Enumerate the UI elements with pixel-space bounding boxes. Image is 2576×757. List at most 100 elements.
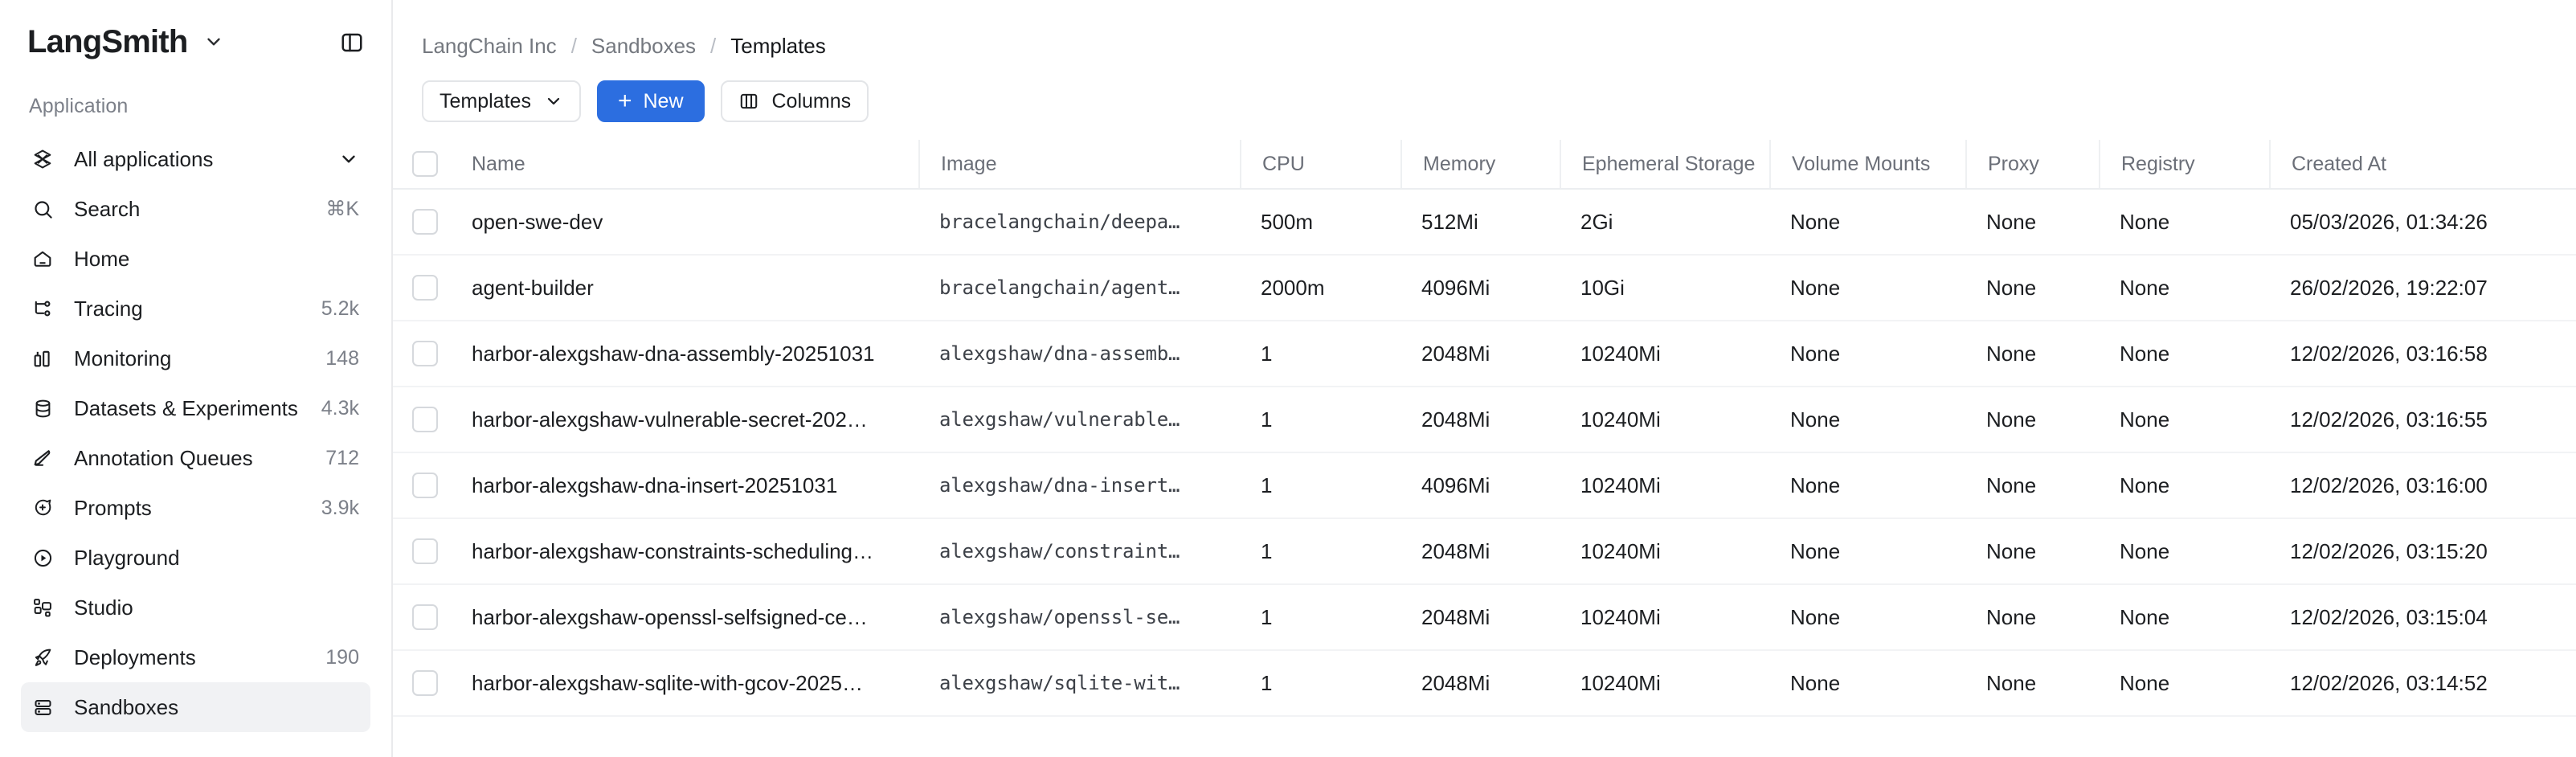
cell-text: 4096Mi [1421, 275, 1490, 300]
row-checkbox-cell [393, 519, 451, 583]
column-header-memory[interactable]: Memory [1400, 140, 1560, 188]
sidebar-item-deployments[interactable]: Deployments 190 [21, 632, 370, 682]
sidebar-item-datasets-experiments[interactable]: Datasets & Experiments 4.3k [21, 383, 370, 433]
cell-created: 12/02/2026, 03:14:52 [2269, 651, 2576, 715]
sidebar-item-count: 4.3k [321, 396, 359, 419]
select-all-checkbox[interactable] [412, 151, 438, 177]
sidebar-item-studio[interactable]: Studio [21, 583, 370, 632]
database-icon [29, 395, 56, 422]
cell-created: 05/03/2026, 01:34:26 [2269, 190, 2576, 254]
cube-icon [29, 145, 56, 173]
breadcrumb-item-templates: Templates [730, 33, 826, 58]
row-checkbox[interactable] [412, 209, 438, 235]
columns-button[interactable]: Columns [720, 80, 869, 122]
sidebar-item-tracing[interactable]: Tracing 5.2k [21, 284, 370, 333]
cell-volume: None [1769, 585, 1965, 649]
search-icon [29, 195, 56, 223]
table-row[interactable]: harbor-alexgshaw-dna-insert-20251031 alex… [393, 453, 2576, 519]
tracing-icon [29, 295, 56, 322]
cell-text: bracelangchain/deepa… [939, 211, 1180, 233]
brand-row[interactable]: LangSmith [21, 0, 370, 84]
chevron-down-icon [544, 92, 563, 111]
cell-text: alexgshaw/sqlite-wit… [939, 672, 1180, 694]
column-header-name[interactable]: Name [472, 152, 525, 175]
cell-text: 05/03/2026, 01:34:26 [2290, 209, 2488, 234]
sidebar-item-search[interactable]: Search ⌘K [21, 184, 370, 234]
table-row[interactable]: harbor-alexgshaw-openssl-selfsigned-ce… a… [393, 585, 2576, 651]
cell-text: None [1986, 275, 2037, 300]
cell-proxy: None [1965, 190, 2099, 254]
column-header-proxy[interactable]: Proxy [1965, 140, 2099, 188]
table-row[interactable]: harbor-alexgshaw-sqlite-with-gcov-2025…a… [393, 651, 2576, 717]
cell-text: None [1986, 670, 2037, 695]
cell-cpu: 1 [1240, 519, 1400, 583]
row-checkbox[interactable] [412, 407, 438, 432]
cell-text: None [1986, 604, 2037, 629]
table-row[interactable]: harbor-alexgshaw-constraints-scheduling…… [393, 519, 2576, 585]
column-header-cpu[interactable]: CPU [1240, 140, 1400, 188]
cell-created: 12/02/2026, 03:16:58 [2269, 321, 2576, 386]
cell-ephemeral: 10240Mi [1560, 585, 1769, 649]
cell-text: None [1790, 538, 1841, 563]
column-header-volume-mounts[interactable]: Volume Mounts [1769, 140, 1965, 188]
new-button[interactable]: + New [596, 80, 705, 122]
cell-text: harbor-alexgshaw-vulnerable-secret-202… [472, 407, 868, 432]
templates-table: Name Image CPU Memory Ephemeral Storage … [393, 140, 2576, 717]
cell-text: alexgshaw/dna-insert… [939, 474, 1180, 497]
sidebar-item-monitoring[interactable]: Monitoring 148 [21, 333, 370, 383]
sidebar-item-sandboxes[interactable]: Sandboxes [21, 682, 370, 732]
row-checkbox[interactable] [412, 341, 438, 366]
columns-button-label: Columns [771, 89, 852, 113]
cell-cpu: 1 [1240, 321, 1400, 386]
play-circle-icon [29, 544, 56, 571]
sidebar-item-annotation-queues[interactable]: Annotation Queues 712 [21, 433, 370, 483]
cell-memory: 4096Mi [1400, 453, 1560, 518]
sidebar-item-label: All applications [74, 146, 214, 171]
chevron-down-icon[interactable] [203, 31, 224, 52]
cell-created: 26/02/2026, 19:22:07 [2269, 256, 2576, 320]
cell-name: harbor-alexgshaw-dna-insert-20251031 [451, 453, 918, 518]
cell-ephemeral: 10240Mi [1560, 321, 1769, 386]
sidebar-item-playground[interactable]: Playground [21, 533, 370, 583]
cell-text: harbor-alexgshaw-openssl-selfsigned-ce… [472, 604, 868, 629]
column-header-ephemeral-storage[interactable]: Ephemeral Storage [1560, 140, 1769, 188]
cell-image: alexgshaw/openssl-se… [918, 585, 1240, 649]
column-header-created-at[interactable]: Created At [2269, 140, 2576, 188]
table-row[interactable]: harbor-alexgshaw-vulnerable-secret-202…a… [393, 387, 2576, 453]
cell-cpu: 2000m [1240, 256, 1400, 320]
brand-name: LangSmith [27, 23, 188, 59]
sidebar-panel-icon[interactable] [338, 29, 366, 56]
cell-cpu: 1 [1240, 651, 1400, 715]
sidebar-item-home[interactable]: Home [21, 234, 370, 284]
cell-created: 12/02/2026, 03:16:55 [2269, 387, 2576, 452]
cell-name: harbor-alexgshaw-openssl-selfsigned-ce… [451, 585, 918, 649]
server-icon [29, 694, 56, 721]
templates-filter-dropdown[interactable]: Templates [422, 80, 581, 122]
sidebar-item-label: Monitoring [74, 346, 172, 370]
row-checkbox[interactable] [412, 473, 438, 498]
column-header-image[interactable]: Image [918, 140, 1240, 188]
sidebar-item-prompts[interactable]: Prompts 3.9k [21, 483, 370, 533]
cell-text: 500m [1261, 209, 1314, 234]
cell-memory: 4096Mi [1400, 256, 1560, 320]
breadcrumb-separator: / [570, 33, 577, 58]
cell-text: 1 [1261, 341, 1273, 366]
sidebar-item-all-applications[interactable]: All applications [21, 134, 370, 184]
cell-proxy: None [1965, 453, 2099, 518]
breadcrumb-item-org[interactable]: LangChain Inc [422, 33, 557, 58]
breadcrumb-item-sandboxes[interactable]: Sandboxes [591, 33, 697, 58]
row-checkbox[interactable] [412, 604, 438, 630]
cell-image: bracelangchain/deepa… [918, 190, 1240, 254]
row-checkbox[interactable] [412, 538, 438, 564]
cell-text: 1 [1261, 604, 1273, 629]
chevron-down-icon[interactable] [338, 149, 359, 170]
row-checkbox-cell [393, 387, 451, 452]
row-checkbox[interactable] [412, 275, 438, 301]
cell-text: 2048Mi [1421, 407, 1490, 432]
column-header-registry[interactable]: Registry [2099, 140, 2269, 188]
cell-text: None [2120, 604, 2170, 629]
row-checkbox[interactable] [412, 670, 438, 696]
